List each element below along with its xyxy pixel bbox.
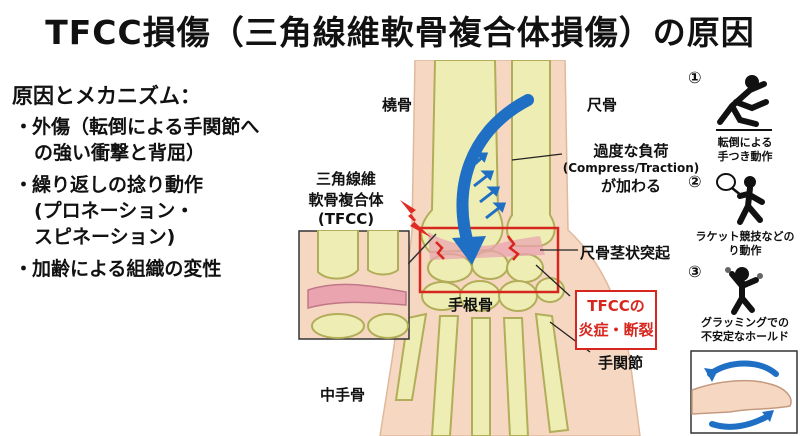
page-title: TFCC損傷（三角線維軟骨複合体損傷）の原因: [45, 13, 755, 52]
label-wrist-joint: 手関節: [598, 354, 644, 372]
falling-person-icon: [716, 75, 772, 131]
label-carpal: 手根骨: [448, 296, 494, 314]
tear-highlight: [507, 235, 520, 261]
example-number-1: ①: [688, 68, 702, 87]
wrist-focus-box: [418, 226, 560, 294]
bullet-dot: ・: [14, 116, 34, 138]
damage-callout: TFCCの 炎症・断裂: [575, 290, 657, 350]
cause-item-trauma-cont: の強い衝撃と背屈）: [34, 142, 206, 164]
cause-item-trauma: ・外傷（転倒による手関節へ: [14, 116, 260, 138]
bullet-dot: ・: [14, 258, 34, 280]
cause-item-twisting-cont2: スピネーション): [34, 226, 176, 248]
cause-item-twisting: ・繰り返しの捻り動作: [14, 174, 204, 196]
label-ulna: 尺骨: [587, 96, 618, 114]
inset-connector: [408, 233, 437, 265]
force-arrow-icon: [456, 94, 534, 256]
tennis-player-icon: [716, 173, 765, 225]
load-arrows-icon: [467, 152, 507, 220]
example-number-3: ③: [688, 262, 702, 281]
ulna-bone: [506, 60, 556, 247]
cause-item-aging: ・加齢による組織の変性: [14, 258, 222, 280]
metacarpal-bones: [394, 312, 570, 436]
example-number-2: ②: [688, 172, 702, 191]
wrist-twist-illustration: [690, 350, 798, 434]
label-radius: 橈骨: [382, 96, 413, 114]
label-metacarpal: 中手骨: [320, 386, 366, 404]
bullet-dot: ・: [14, 174, 34, 196]
tfcc-zoom-inset: [298, 230, 410, 340]
example-caption-2: ラケット競技などの り動作: [695, 230, 795, 257]
climber-icon: [725, 267, 763, 315]
example-caption-3: グラッミングでの 不安定なホールド: [701, 316, 789, 343]
impact-bolt-icon: [400, 200, 432, 238]
example-caption-1: 転倒による 手つき動作: [717, 136, 773, 163]
label-tfcc: 三角線維 軟骨複合体 (TFCC): [308, 170, 384, 228]
label-load: 過度な負荷 (Compress/Traction) が加わる: [562, 142, 700, 195]
causes-heading: 原因とメカニズム：: [12, 84, 201, 108]
cause-item-twisting-cont1: (プロネーション・: [34, 200, 195, 222]
label-ulnar-styloid: 尺骨茎状突起: [580, 244, 671, 262]
